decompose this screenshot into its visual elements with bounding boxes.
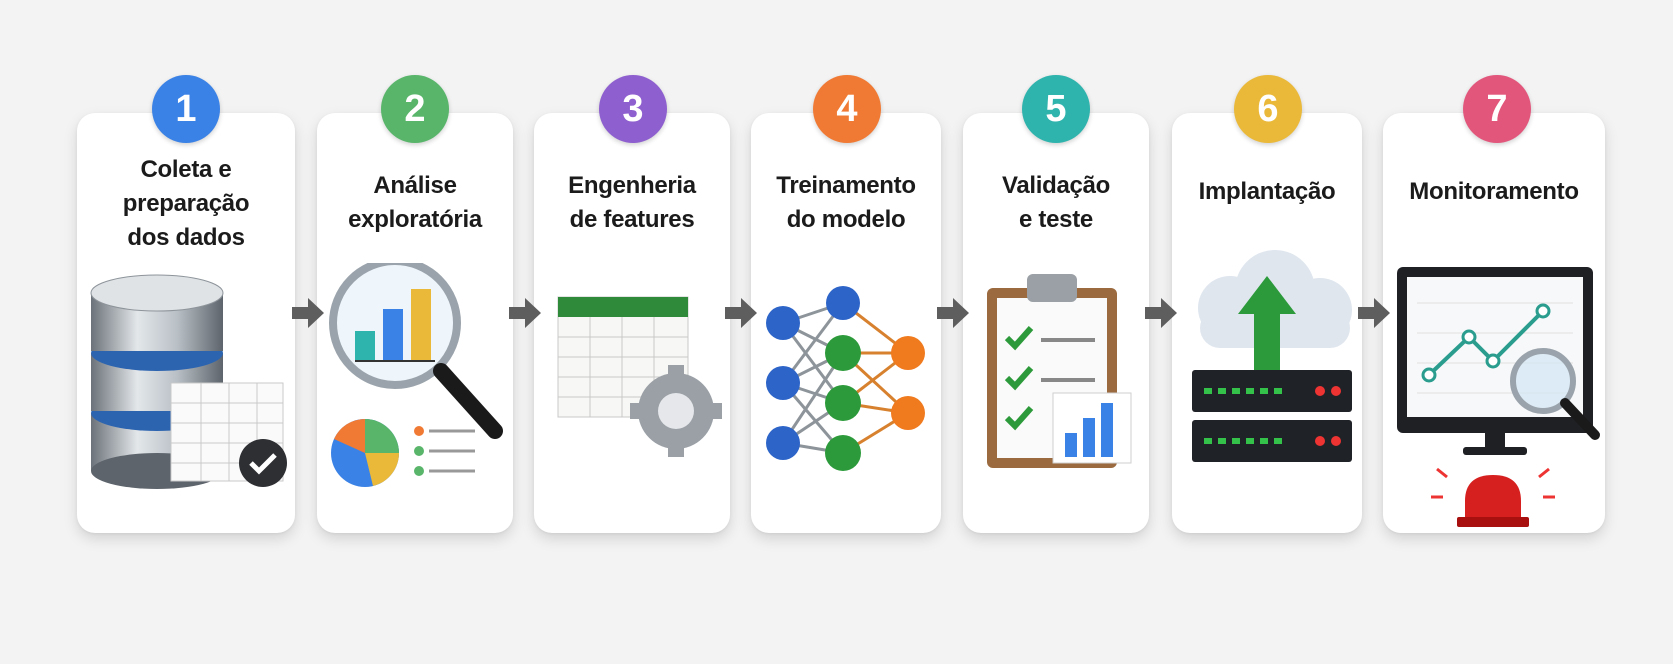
step-number-badge-1: 1 — [152, 75, 220, 143]
step-number-badge-6: 6 — [1234, 75, 1302, 143]
step-number-badge-7: 7 — [1463, 75, 1531, 143]
step-number-badge-5: 5 — [1022, 75, 1090, 143]
arrow-right-icon — [292, 298, 324, 328]
cloud-server-upload-icon — [1192, 250, 1352, 462]
clipboard-checklist-icon — [987, 274, 1132, 468]
table-gear-icon — [557, 296, 722, 457]
step-number-badge-4: 4 — [813, 75, 881, 143]
step-number-badge-2: 2 — [381, 75, 449, 143]
database-spreadsheet-icon — [90, 274, 287, 489]
step-title: Monitoramento — [1409, 178, 1579, 205]
arrow-right-icon — [1358, 298, 1390, 328]
step-title: Implantação — [1198, 178, 1336, 205]
monitor-alarm-icon — [1397, 267, 1600, 527]
arrow-right-icon — [937, 298, 969, 328]
magnifier-chart-icon — [329, 263, 503, 487]
neural-network-icon — [766, 286, 925, 471]
arrow-right-icon — [509, 298, 541, 328]
arrow-right-icon — [1145, 298, 1177, 328]
step-card-7: Monitoramento — [1383, 113, 1605, 533]
step-card-6: Implantação — [1172, 113, 1362, 533]
arrow-right-icon — [725, 298, 757, 328]
step-number-badge-3: 3 — [599, 75, 667, 143]
